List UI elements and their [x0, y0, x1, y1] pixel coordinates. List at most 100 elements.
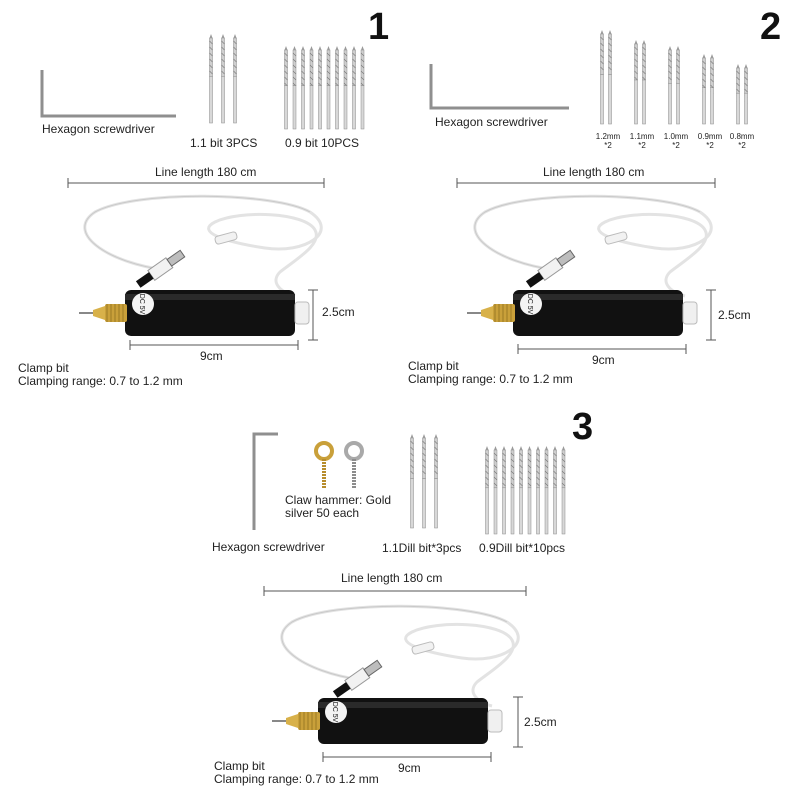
bit-group-label: 0.9Dill bit*10pcs — [479, 541, 566, 555]
line-length-arrow — [456, 178, 716, 188]
bit-size-label: 1.2mm — [595, 132, 621, 141]
usb-plug — [525, 249, 576, 288]
line-length-label: Line length 180 cm — [155, 165, 257, 179]
drill-bit — [292, 46, 297, 130]
usb-cable — [280, 604, 520, 708]
drill-bit — [335, 46, 339, 130]
bit-size-label: 1.1mm — [629, 132, 655, 141]
drill-bit — [410, 434, 414, 529]
clamp-range: Clamping range: 0.7 to 1.2 mm — [408, 372, 573, 386]
drill-bit — [634, 40, 638, 125]
drill-bit — [642, 40, 646, 125]
drill-bits-group — [410, 434, 438, 529]
screwdriver-label: Hexagon screwdriver — [42, 122, 155, 136]
silver-screw-hook-icon — [344, 441, 364, 488]
drill-bit — [233, 34, 237, 124]
height-label: 2.5cm — [524, 715, 557, 729]
bit-size-label: 0.8mm — [729, 132, 755, 141]
hex-key — [429, 64, 569, 110]
hooks-label: silver 50 each — [285, 506, 360, 520]
drill-bit — [676, 46, 680, 125]
clamp-range: Clamping range: 0.7 to 1.2 mm — [214, 772, 379, 786]
drill-bit — [744, 64, 748, 125]
height-label: 2.5cm — [718, 308, 751, 322]
bit-group-label: 0.9 bit 10PCS — [285, 136, 360, 150]
usb-plug — [135, 249, 186, 288]
hex-key — [40, 70, 176, 118]
drill-bit — [360, 46, 365, 130]
mini-drill: DC 5V — [467, 290, 698, 336]
line-length-label: Line length 180 cm — [543, 165, 645, 179]
height-label: 2.5cm — [322, 305, 355, 319]
drill-bit — [352, 46, 356, 130]
drill-bit — [527, 446, 532, 535]
drill-bit — [544, 446, 549, 535]
line-length-arrow — [67, 178, 325, 188]
kit-number: 2 — [760, 6, 782, 48]
screwdriver-label: Hexagon screwdriver — [212, 540, 325, 554]
height-dimension — [308, 289, 318, 341]
drill-bit — [600, 30, 604, 125]
svg-text:DC 5V: DC 5V — [138, 294, 145, 315]
width-dimension — [322, 752, 492, 762]
height-dimension — [706, 289, 716, 341]
hooks-label: Claw hammer: Gold — [285, 493, 392, 507]
drill-bits-pairs — [600, 30, 748, 125]
bit-qty-label: *2 — [638, 141, 646, 150]
drill-bit — [422, 434, 426, 529]
clamp-title: Clamp bit — [214, 759, 265, 773]
usb-plug — [332, 659, 383, 698]
usb-cable — [473, 194, 713, 298]
line-length-label: Line length 180 cm — [341, 571, 443, 585]
usb-cable — [83, 194, 323, 298]
drill-bit — [284, 46, 288, 130]
svg-text:DC 5V: DC 5V — [331, 702, 338, 723]
kit-number: 3 — [572, 406, 594, 448]
svg-text:DC 5V: DC 5V — [526, 294, 533, 315]
kit-number: 1 — [368, 6, 390, 48]
drill-bit — [434, 434, 438, 529]
drill-bit — [221, 34, 225, 124]
drill-bit — [736, 64, 740, 125]
bit-group-label: 1.1 bit 3PCS — [190, 136, 258, 150]
drill-bits-group — [485, 446, 566, 535]
drill-bit — [608, 30, 612, 125]
height-dimension — [513, 696, 523, 748]
bit-group-label: 1.1Dill bit*3pcs — [382, 541, 462, 555]
drill-bit — [561, 446, 566, 535]
bit-qty-label: *2 — [706, 141, 714, 150]
drill-bit — [209, 34, 213, 124]
clamp-range: Clamping range: 0.7 to 1.2 mm — [18, 374, 183, 388]
width-dimension — [129, 340, 299, 350]
drill-bit — [519, 446, 523, 535]
screwdriver-label: Hexagon screwdriver — [435, 115, 548, 129]
drill-bit — [702, 54, 706, 125]
bit-qty-label: *2 — [672, 141, 680, 150]
gold-screw-hook-icon — [314, 441, 334, 488]
bit-qty-label: *2 — [738, 141, 746, 150]
line-length-arrow — [263, 586, 527, 596]
drill-bit — [668, 46, 672, 125]
drill-bits-group — [209, 34, 237, 124]
drill-bit — [493, 446, 498, 535]
width-label: 9cm — [200, 349, 223, 363]
drill-bit — [326, 46, 331, 130]
clamp-title: Clamp bit — [408, 359, 459, 373]
drill-bit — [710, 54, 714, 125]
drill-bits-group — [284, 46, 365, 130]
drill-bit — [502, 446, 506, 535]
width-label: 9cm — [592, 353, 615, 367]
drill-bit — [309, 46, 314, 130]
width-label: 9cm — [398, 761, 421, 775]
drill-bit — [536, 446, 540, 535]
hex-key — [252, 432, 278, 530]
drill-bit — [301, 46, 305, 130]
mini-drill: DC 5V — [79, 290, 310, 336]
drill-bit — [553, 446, 557, 535]
drill-bit — [510, 446, 515, 535]
bit-size-label: 1.0mm — [663, 132, 689, 141]
clamp-title: Clamp bit — [18, 361, 69, 375]
width-dimension — [517, 344, 687, 354]
drill-bit — [485, 446, 489, 535]
drill-bit — [318, 46, 322, 130]
